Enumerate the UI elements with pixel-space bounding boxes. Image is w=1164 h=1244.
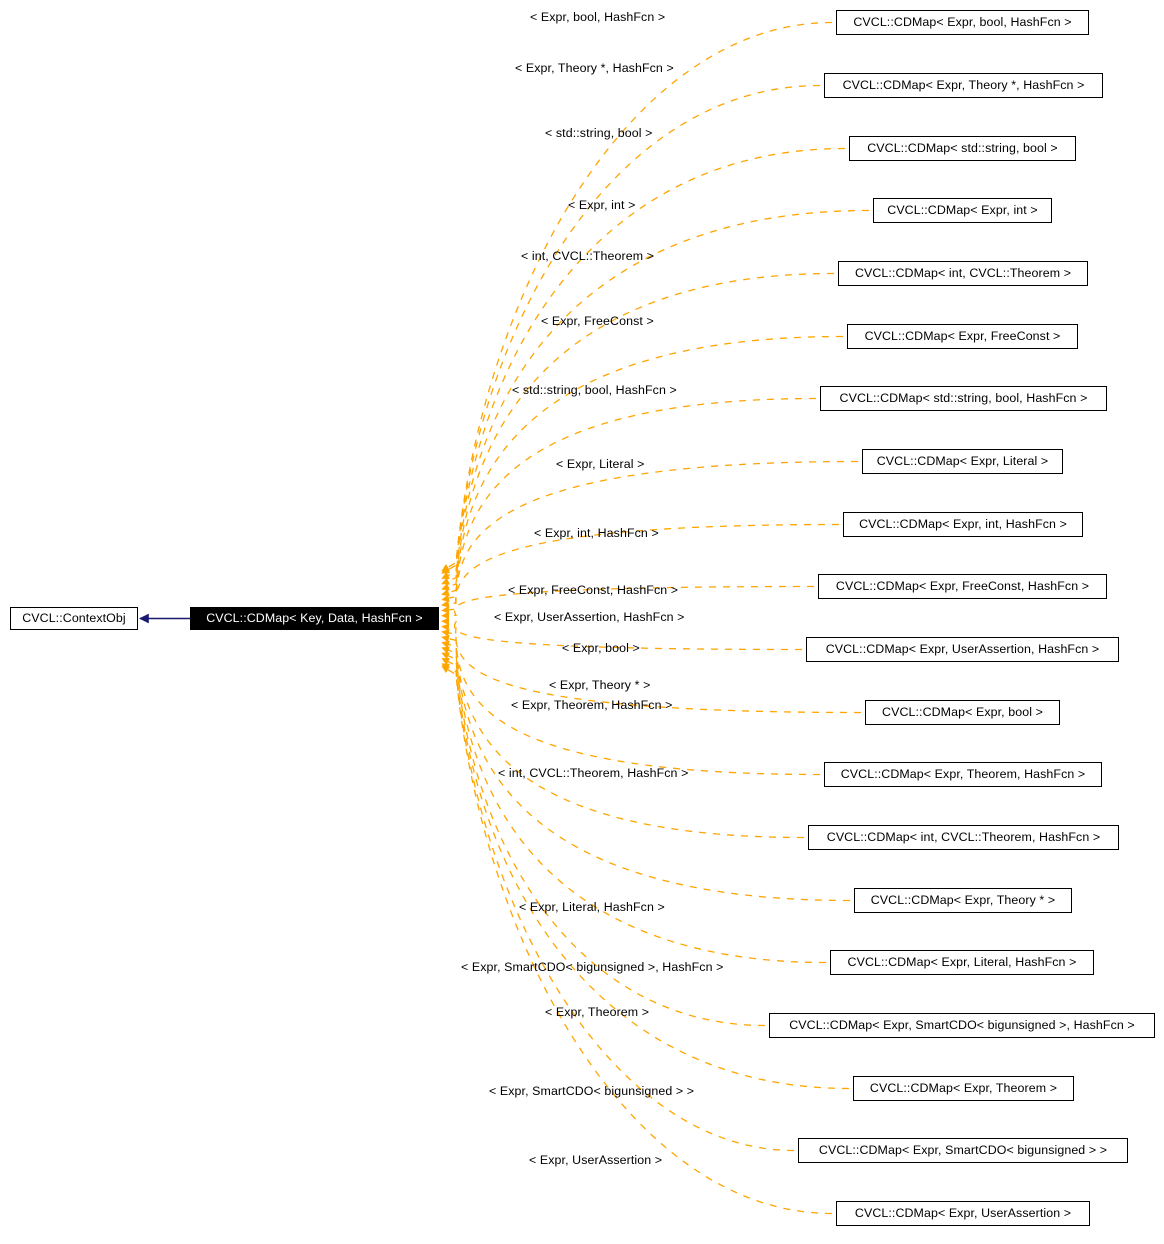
node-cdmap-instantiation[interactable]: CVCL::CDMap< std::string, bool, HashFcn … [820, 386, 1107, 411]
edge-template-instance [441, 646, 827, 964]
node-cdmap-instantiation[interactable]: CVCL::CDMap< std::string, bool > [849, 136, 1076, 161]
edge-label-template-args: < Expr, bool, HashFcn > [530, 10, 666, 24]
node-cdmap-instantiation[interactable]: CVCL::CDMap< Expr, SmartCDO< bigunsigned… [769, 1013, 1155, 1038]
edge-label-template-args: < int, CVCL::Theorem > [521, 249, 655, 263]
node-cdmap-instantiation[interactable]: CVCL::CDMap< Expr, Theory *, HashFcn > [824, 73, 1103, 98]
edge-label-template-args: < Expr, Literal > [556, 457, 645, 471]
node-cdmap-instantiation[interactable]: CVCL::CDMap< Expr, bool > [865, 700, 1060, 725]
node-cvcl-contextobj[interactable]: CVCL::ContextObj [10, 607, 138, 630]
node-cvcl-cdmap-template[interactable]: CVCL::CDMap< Key, Data, HashFcn > [190, 607, 439, 630]
edge-label-template-args: < Expr, Theory * > [549, 678, 651, 692]
template-instance-edge-group [441, 21, 870, 1215]
edge-template-instance [441, 640, 851, 902]
edge-template-instance [441, 335, 844, 597]
edge-label-template-args: < Expr, SmartCDO< bigunsigned >, HashFcn… [461, 960, 724, 974]
edge-label-template-args: < Expr, Theory *, HashFcn > [515, 61, 674, 75]
node-cdmap-instantiation[interactable]: CVCL::CDMap< Expr, UserAssertion, HashFc… [806, 637, 1119, 662]
node-cdmap-instantiation[interactable]: CVCL::CDMap< Expr, SmartCDO< bigunsigned… [798, 1138, 1128, 1163]
edge-template-instance [441, 663, 795, 1152]
edge-label-template-args: < Expr, Theorem > [545, 1005, 650, 1019]
edge-label-template-args: < Expr, FreeConst > [541, 314, 654, 328]
edge-template-instance [441, 585, 815, 620]
node-cdmap-instantiation[interactable]: CVCL::CDMap< Expr, int > [873, 198, 1052, 223]
edge-label-template-args: < Expr, bool > [562, 641, 640, 655]
node-cdmap-instantiation[interactable]: CVCL::CDMap< Expr, Literal, HashFcn > [830, 950, 1094, 975]
node-cdmap-instantiation[interactable]: CVCL::CDMap< Expr, int, HashFcn > [843, 512, 1083, 537]
edge-label-template-args: < std::string, bool > [545, 126, 653, 140]
edge-label-template-args: < Expr, Literal, HashFcn > [519, 900, 665, 914]
edge-template-instance [441, 272, 835, 591]
edge-template-instance [441, 84, 821, 574]
edge-label-template-args: < Expr, int > [568, 198, 636, 212]
node-cdmap-instantiation[interactable]: CVCL::CDMap< Expr, bool, HashFcn > [836, 10, 1089, 35]
edge-template-instance [441, 652, 766, 1027]
node-cdmap-instantiation[interactable]: CVCL::CDMap< Expr, FreeConst > [847, 324, 1078, 349]
edge-template-instance [441, 617, 803, 651]
edge-template-instance [441, 665, 833, 1215]
edge-template-instance [441, 397, 817, 602]
edge-template-instance [441, 623, 862, 714]
node-cdmap-instantiation[interactable]: CVCL::CDMap< Expr, FreeConst, HashFcn > [818, 574, 1107, 599]
node-cdmap-instantiation[interactable]: CVCL::CDMap< Expr, Literal > [862, 449, 1063, 474]
edge-label-template-args: < Expr, FreeConst, HashFcn > [508, 583, 679, 597]
node-cdmap-instantiation[interactable]: CVCL::CDMap< Expr, Theorem, HashFcn > [824, 762, 1102, 787]
edge-label-template-args: < Expr, int, HashFcn > [534, 526, 659, 540]
edge-template-instance [441, 147, 846, 580]
edge-template-instance [441, 21, 833, 572]
edge-template-instance [441, 523, 840, 614]
edge-template-instance [441, 209, 870, 585]
edge-label-template-args: < Expr, UserAssertion, HashFcn > [494, 610, 685, 624]
node-cdmap-instantiation[interactable]: CVCL::CDMap< Expr, UserAssertion > [836, 1201, 1090, 1226]
node-cdmap-instantiation[interactable]: CVCL::CDMap< int, CVCL::Theorem, HashFcn… [808, 825, 1119, 850]
edge-template-instance [441, 657, 850, 1090]
edge-label-template-args: < Expr, SmartCDO< bigunsigned > > [489, 1084, 695, 1098]
node-cdmap-instantiation[interactable]: CVCL::CDMap< Expr, Theory * > [854, 888, 1072, 913]
edge-label-template-args: < Expr, UserAssertion > [529, 1153, 663, 1167]
edge-template-instance [441, 634, 805, 839]
node-cdmap-instantiation[interactable]: CVCL::CDMap< int, CVCL::Theorem > [838, 261, 1088, 286]
edge-label-template-args: < int, CVCL::Theorem, HashFcn > [498, 766, 689, 780]
node-cdmap-instantiation[interactable]: CVCL::CDMap< Expr, Theorem > [853, 1076, 1074, 1101]
edge-label-template-args: < Expr, Theorem, HashFcn > [511, 698, 673, 712]
edge-label-template-args: < std::string, bool, HashFcn > [512, 383, 677, 397]
